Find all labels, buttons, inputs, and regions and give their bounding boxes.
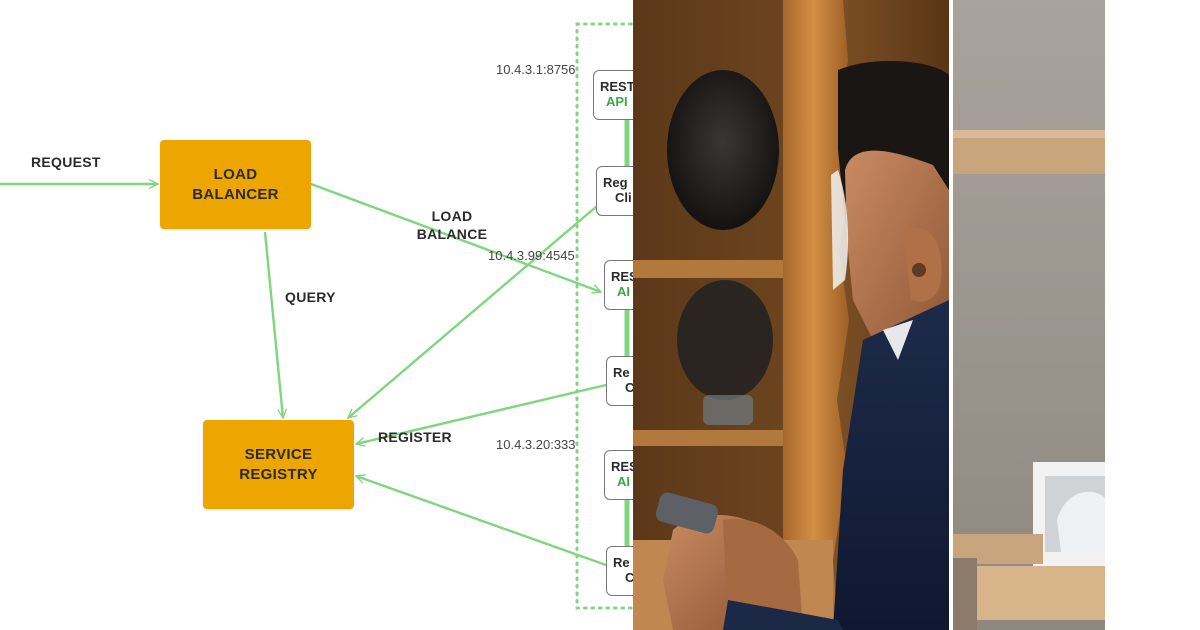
load-balancer-line1: LOAD [192,165,279,185]
register-label: REGISTER [378,428,452,446]
service-registry-box: SERVICE REGISTRY [203,420,354,509]
wall-shelf-photo [953,0,1105,630]
load-balance-line1: LOAD [416,207,488,225]
service-registry-line2: REGISTRY [239,465,318,485]
service-registry-line1: SERVICE [239,445,318,465]
register-arrow-3 [356,476,606,565]
man-with-phone-illustration [633,0,949,630]
request-label: REQUEST [31,153,101,171]
query-label: QUERY [285,288,336,306]
instance-address: 10.4.3.99:4545 [488,248,575,264]
instance-address: 10.4.3.20:333 [496,437,576,453]
instance-subtitle: AI [611,284,630,299]
load-balance-label: LOAD BALANCE [416,207,488,243]
load-balancer-line2: BALANCER [192,185,279,205]
instance-address: 10.4.3.1:8756 [496,62,576,78]
query-arrow [265,232,283,418]
instance-subtitle: API [600,94,628,109]
man-with-phone-photo [633,0,949,630]
wall-shelf-illustration [953,0,1105,630]
load-balancer-box: LOAD BALANCER [160,140,311,229]
instance-subtitle: AI [611,474,630,489]
load-balance-line2: BALANCE [416,225,488,243]
